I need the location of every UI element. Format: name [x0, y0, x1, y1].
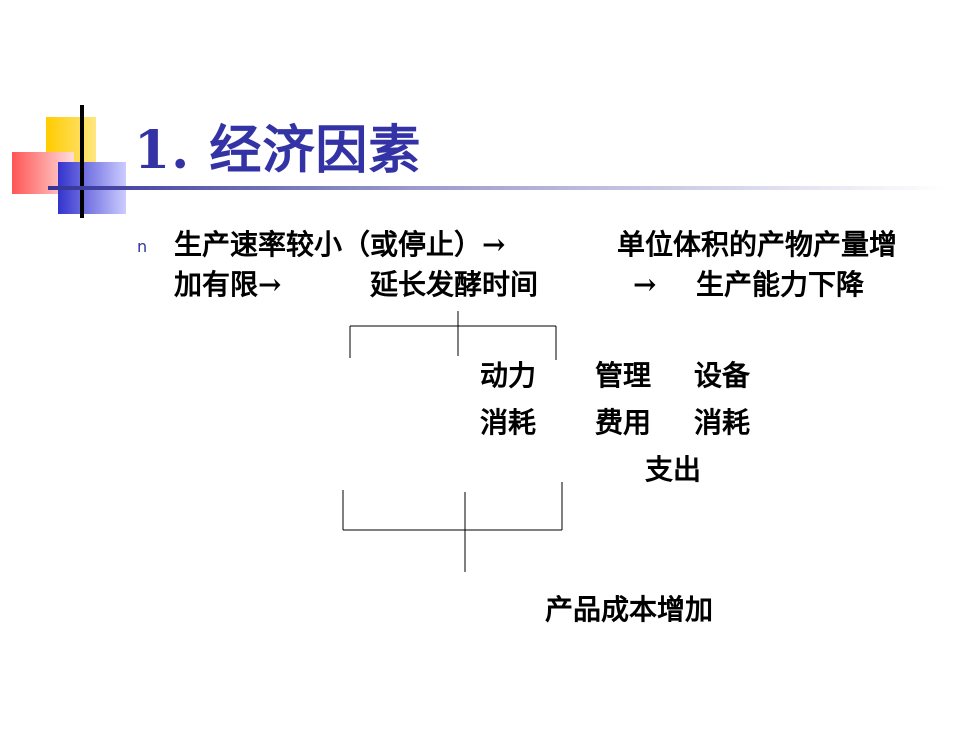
text-line1-b: 单位体积的产物产量增 [617, 228, 898, 261]
cost-row2-item3: 消耗 [694, 406, 751, 439]
cost-row3: 支出 [645, 453, 702, 486]
cost-row2-item1: 消耗 [480, 406, 537, 439]
result-text: 产品成本增加 [545, 593, 714, 626]
title-underline [48, 186, 948, 190]
text-line2-c: 生产能力下降 [696, 268, 865, 301]
cost-row2-item2: 费用 [595, 406, 652, 439]
cost-row1-item1: 动力 [480, 359, 537, 392]
text-line2-arrow: → [633, 268, 657, 301]
bullet-marker: n [137, 237, 148, 256]
cost-row1-item3: 设备 [694, 359, 751, 392]
cost-row1-item2: 管理 [595, 359, 652, 392]
slide-title: 1. 经济因素 [134, 120, 422, 181]
text-line2-b: 延长发酵时间 [370, 268, 539, 301]
text-line2-a: 加有限→ [174, 268, 282, 301]
text-line1-a: 生产速率较小（或停止）→ [174, 228, 506, 261]
